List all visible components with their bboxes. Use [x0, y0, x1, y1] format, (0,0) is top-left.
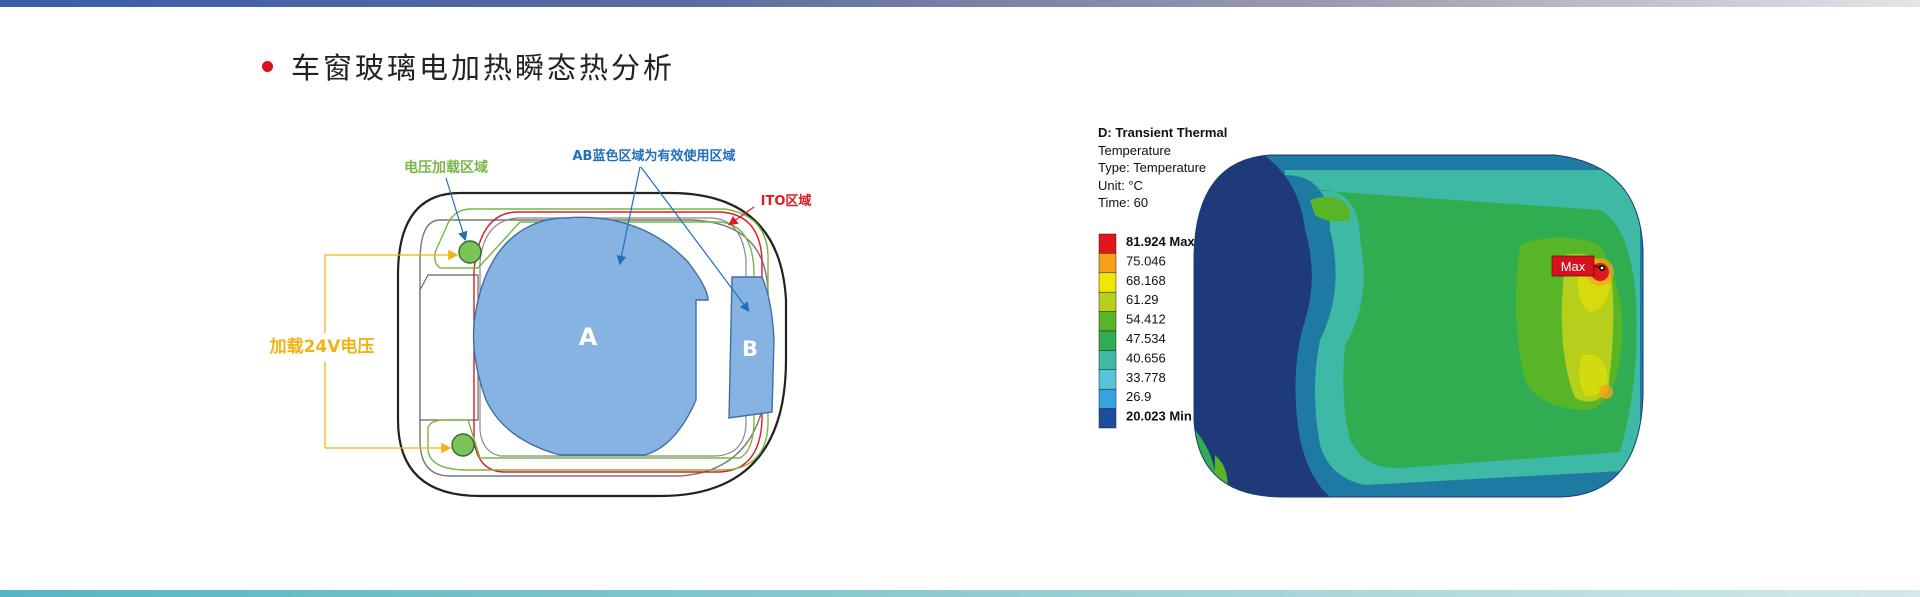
ab-arrow-to-a — [616, 166, 641, 266]
legend-swatch-3 — [1098, 291, 1117, 312]
legend-swatch-6 — [1098, 350, 1117, 371]
max-marker-label: Max — [1561, 259, 1586, 274]
ito-region-outline — [473, 211, 763, 473]
title-bullet — [262, 60, 273, 72]
electrode-top — [458, 240, 482, 264]
region-a-label: A — [579, 323, 598, 351]
thermal-contour-map — [1194, 155, 1643, 497]
legend-label-8: 26.9 — [1126, 389, 1151, 404]
left-side-pane — [419, 274, 479, 421]
thermal-header-line-2: Temperature — [1098, 143, 1171, 158]
legend-swatch-4 — [1098, 311, 1117, 332]
legend-label-5: 47.534 — [1126, 331, 1166, 346]
legend-swatch-7 — [1098, 369, 1117, 390]
legend-label-9: 20.023 Min — [1126, 409, 1192, 424]
slide-title: 车窗玻璃电加热瞬态热分析 — [262, 46, 675, 86]
voltage-loop-outline — [427, 208, 769, 471]
voltage-area-label: 电压加载区域 — [404, 159, 488, 176]
thermal-glass-outline — [1193, 154, 1644, 498]
legend-swatch-8 — [1098, 388, 1117, 409]
region-a-shape — [472, 216, 709, 456]
heating-glass-schematic: A B 电压加载区域 AB蓝色区域为有效使用区域 ITO区域 加载24V电压 — [269, 148, 812, 498]
thermal-header-line-3: Type: Temperature — [1098, 160, 1206, 175]
voltage-area-arrow — [445, 177, 468, 242]
slide-title-text: 车窗玻璃电加热瞬态热分析 — [291, 51, 676, 85]
legend-swatch-5 — [1098, 330, 1117, 351]
ito-area-label: ITO区域 — [761, 193, 812, 209]
legend-swatch-0 — [1098, 233, 1117, 254]
legend-label-6: 40.656 — [1126, 350, 1166, 365]
ito-arrow — [728, 206, 755, 226]
legend-label-7: 33.778 — [1126, 370, 1166, 385]
thermal-header-line-5: Time: 60 — [1098, 195, 1148, 210]
thermal-result-panel: D: Transient Thermal Temperature Type: T… — [1098, 125, 1644, 498]
max-marker-point-inner — [1600, 266, 1604, 270]
legend-swatch-9 — [1098, 408, 1117, 429]
ab-area-label: AB蓝色区域为有效使用区域 — [573, 148, 736, 164]
legend-label-3: 61.29 — [1126, 292, 1159, 307]
legend-swatch-1 — [1098, 253, 1117, 274]
temperature-legend: 81.924 Max 75.046 68.168 61.29 54.412 47.534 4… — [1098, 233, 1195, 429]
top-accent-bar — [0, 0, 1920, 7]
ab-arrow-to-b — [640, 166, 750, 312]
region-b-shape — [728, 276, 775, 419]
glass-inner-outline — [419, 219, 769, 477]
inner-active-panel — [479, 217, 747, 457]
region-b-label: B — [742, 337, 758, 361]
legend-label-2: 68.168 — [1126, 273, 1166, 288]
electrode-bottom — [451, 433, 475, 457]
bottom-accent-bar — [0, 590, 1920, 597]
legend-label-4: 54.412 — [1126, 312, 1166, 327]
legend-label-1: 75.046 — [1126, 253, 1166, 268]
legend-swatch-2 — [1098, 272, 1117, 293]
voltage24-label: 加载24V电压 — [269, 336, 375, 357]
glass-outer-outline — [396, 191, 788, 498]
thermal-header-line-4: Unit: °C — [1098, 178, 1143, 193]
legend-label-0: 81.924 Max — [1126, 234, 1195, 249]
thermal-header-line-1: D: Transient Thermal — [1098, 125, 1227, 140]
